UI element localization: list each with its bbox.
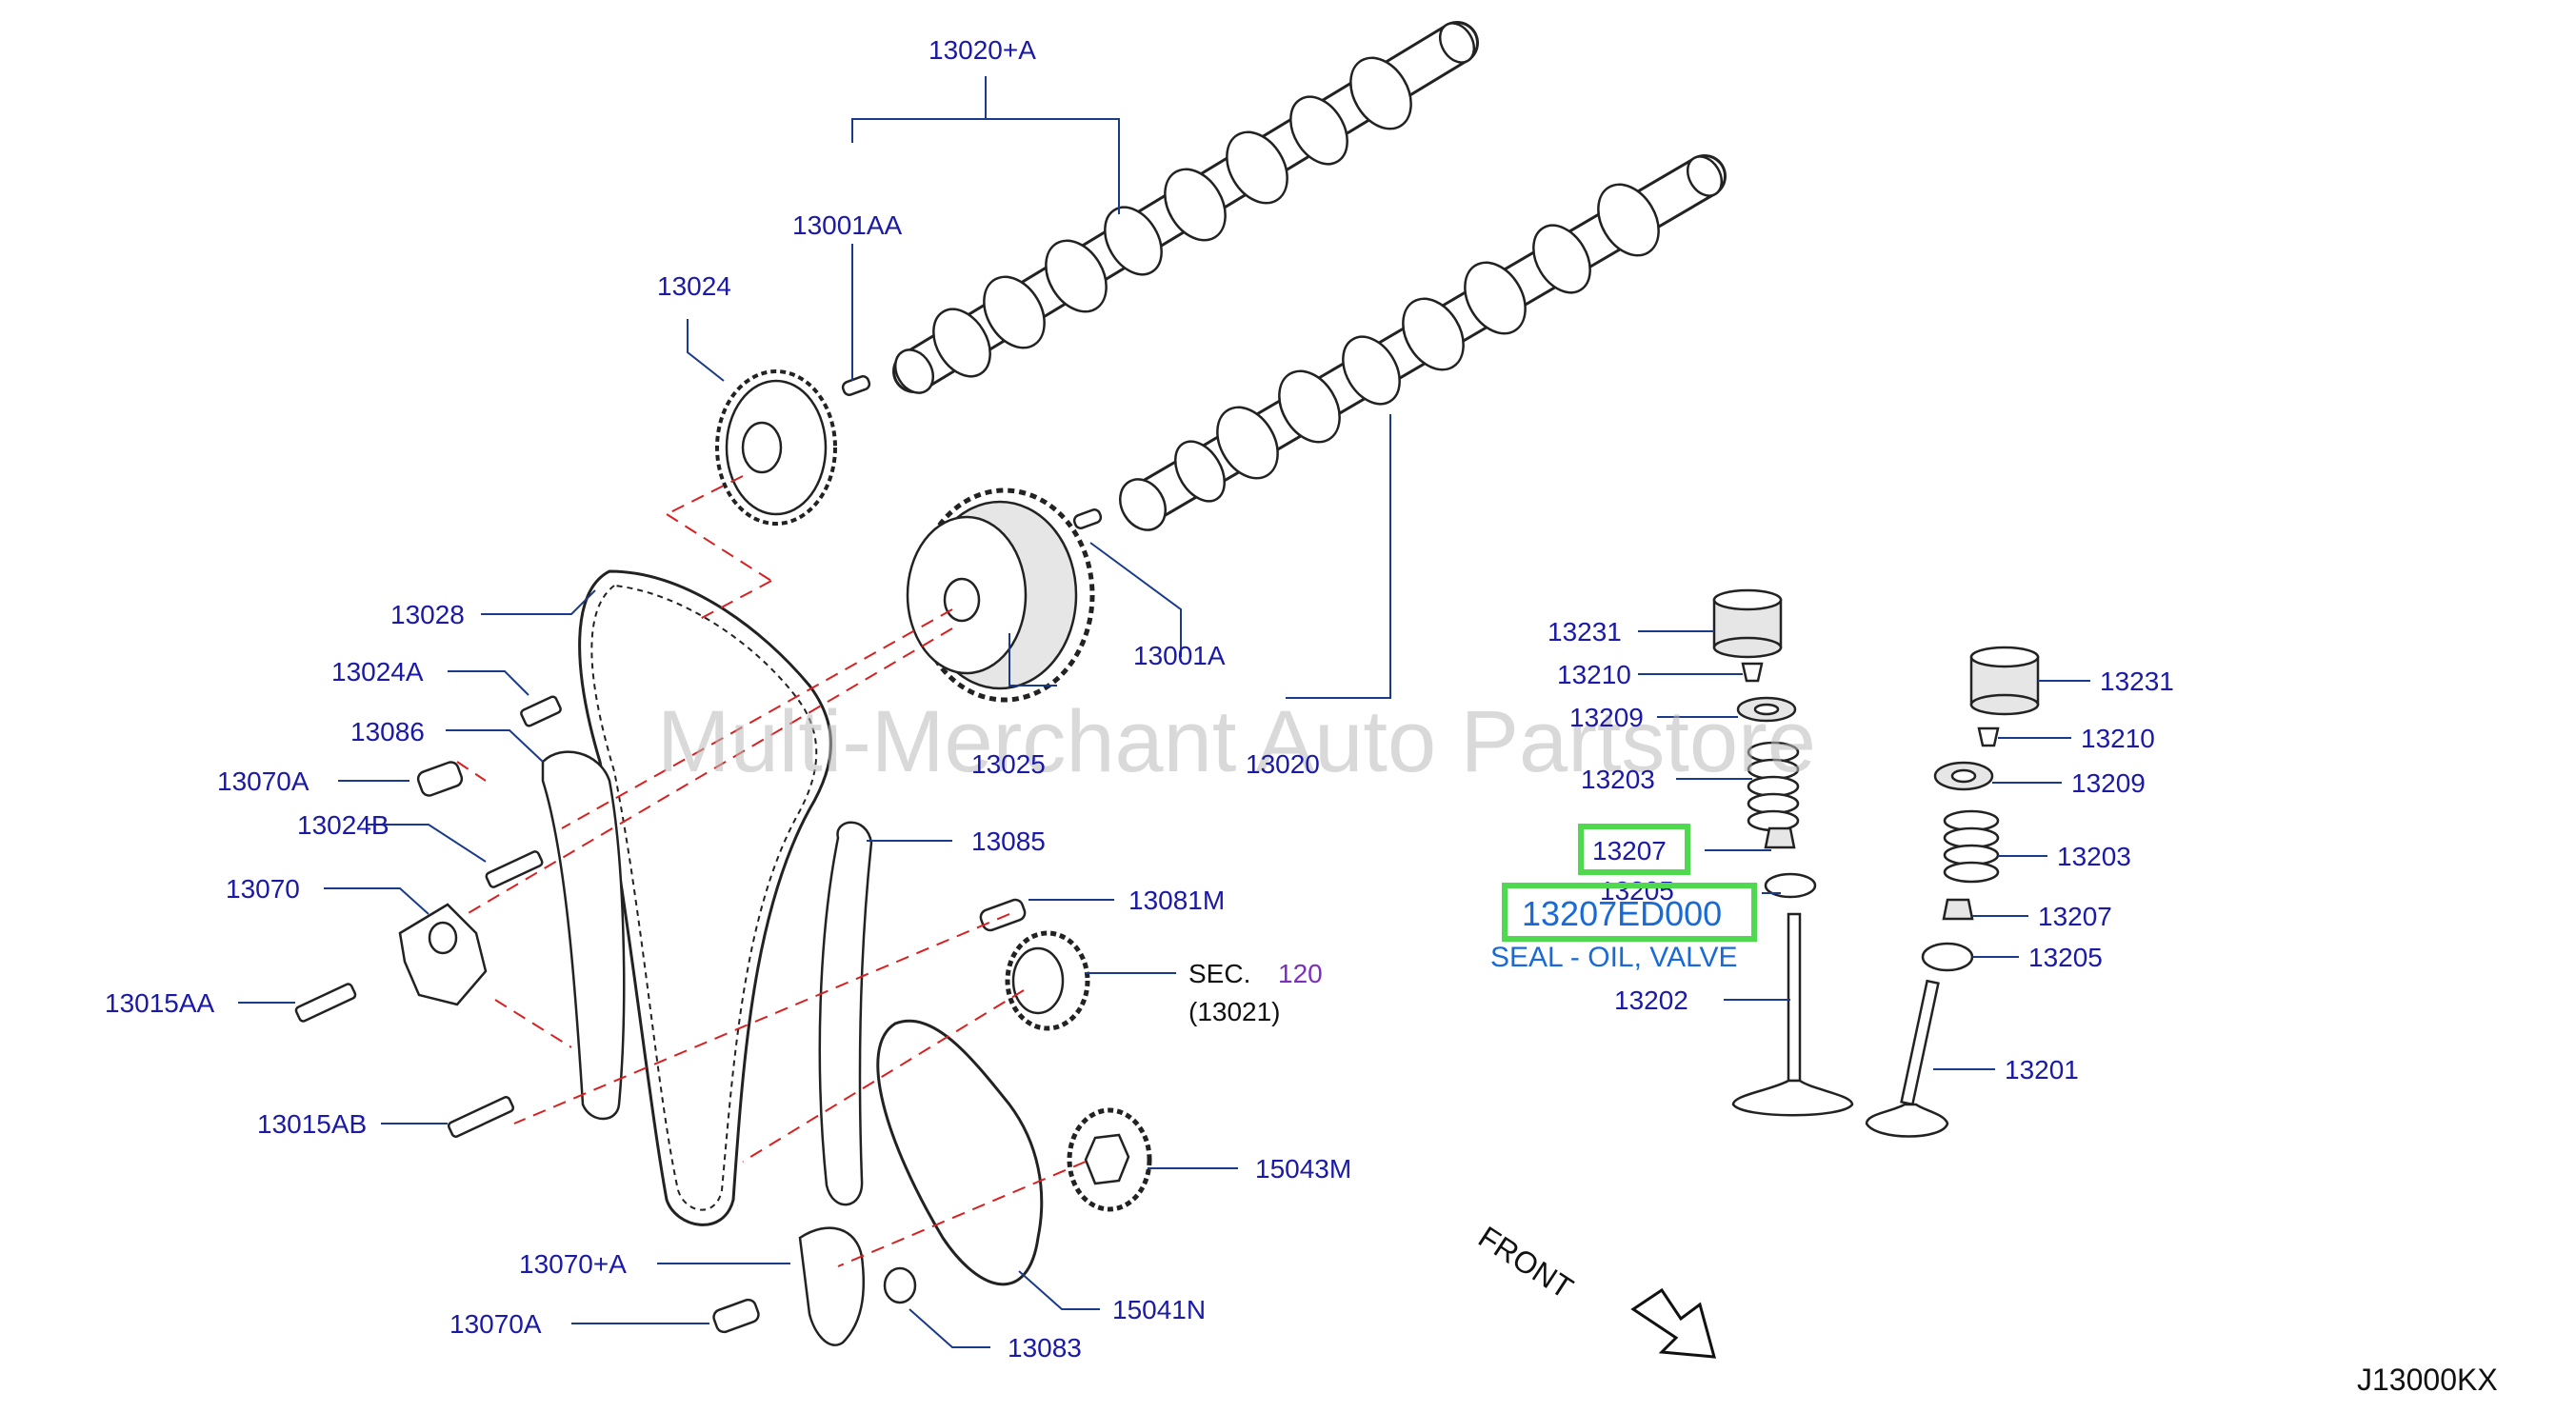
callout-13203-right[interactable]: 13203 [2057,842,2131,871]
callout-13205[interactable]: 13205 [1600,876,1674,906]
leader-lines [238,76,2090,1348]
bolt-13024A[interactable] [520,695,562,727]
callout-13024[interactable]: 13024 [657,271,731,301]
callout-13202[interactable]: 13202 [1614,985,1688,1015]
callout-13024A[interactable]: 13024A [331,657,424,687]
callout-13201[interactable]: 13201 [2005,1055,2079,1085]
alignment-lines [456,475,1087,1267]
dowel-pin-lower[interactable] [1072,508,1103,530]
highlight-box-13207 [1578,824,1690,875]
valve-spring-13203-right[interactable] [1943,809,2000,884]
dowel-pin-upper[interactable] [841,375,871,397]
valve-retainer-13209-right[interactable] [1933,761,1994,791]
callout-13015AB[interactable]: 13015AB [257,1109,367,1139]
highlight-box-part-number [1502,883,1757,942]
callout-13207-right[interactable]: 13207 [2038,902,2112,931]
valve-lifter-13231-right[interactable] [1969,646,2040,716]
callout-labels: 13020+A 13001AA 13024 13028 13024A 13086… [105,35,2174,1363]
sec-ref-sub: (13021) [1188,997,1281,1026]
callout-13024B[interactable]: 13024B [297,810,389,840]
valve-train-left [1712,588,1854,1117]
callout-13203[interactable]: 13203 [1581,765,1655,794]
callout-13020[interactable]: 13020 [1246,749,1320,779]
lower-camshaft[interactable] [1111,150,1728,538]
timing-chain-13028[interactable] [578,569,832,1226]
callout-13207[interactable]: 13207 [1592,836,1667,866]
callout-13025[interactable]: 13025 [971,749,1046,779]
callout-13209[interactable]: 13209 [1569,703,1644,732]
chain-tensioner-13070[interactable] [398,903,488,1006]
callout-13083[interactable]: 13083 [1008,1333,1082,1363]
watermark-text: Multi-Merchant Auto Partstore [657,693,1816,790]
valve-train-right [1865,646,2040,1138]
chain-tension-arm-13085[interactable] [818,821,873,1206]
pin-13070A[interactable] [416,760,464,797]
valve-oil-seal-13207-right[interactable] [1942,898,1974,921]
selected-part-highlight[interactable]: 13207ED000 SEAL - OIL, VALVE [1490,824,1757,973]
valve-collet-13210[interactable] [1741,662,1764,683]
highlight-description: SEAL - OIL, VALVE [1490,942,1738,973]
oil-pump-chain-15041N[interactable] [876,1019,1044,1286]
callout-13028[interactable]: 13028 [390,600,465,629]
callout-13070[interactable]: 13070 [226,874,300,904]
valve-oil-seal-13207[interactable] [1764,826,1796,849]
front-indicator: FRONT [1472,1220,1717,1359]
tensioner-arm-13070plusA[interactable] [798,1226,866,1346]
callout-13081M[interactable]: 13081M [1128,886,1225,915]
pin-13081M[interactable] [979,898,1028,932]
callout-13085[interactable]: 13085 [971,826,1046,856]
diagram-code: J13000KX [2357,1363,2498,1397]
bolt-13024B[interactable] [485,850,544,888]
valve-collet-13210-right[interactable] [1977,726,2000,747]
callout-13070-plus-a[interactable]: 13070+A [519,1249,627,1279]
highlight-part-number: 13207ED000 [1522,894,1722,933]
vtc-sprocket-13025[interactable] [906,488,1095,703]
sec-ref-link[interactable]: 120 [1278,959,1323,988]
valve-retainer-13209[interactable] [1736,696,1797,723]
callout-13209-right[interactable]: 13209 [2071,768,2146,798]
callout-13231[interactable]: 13231 [1548,617,1622,647]
callout-13070A[interactable]: 13070A [217,766,310,796]
callout-15043M[interactable]: 15043M [1255,1154,1351,1184]
exhaust-valve-13202[interactable] [1731,912,1854,1117]
callout-13070A-lower[interactable]: 13070A [449,1309,542,1339]
callout-13205-right[interactable]: 13205 [2028,943,2103,972]
callout-13210-right[interactable]: 13210 [2081,724,2155,753]
upper-camshaft[interactable] [888,17,1481,400]
front-label: FRONT [1472,1220,1579,1305]
callout-13015AA[interactable]: 13015AA [105,988,215,1018]
callout-13231-right[interactable]: 13231 [2100,667,2174,696]
bolt-13083[interactable] [883,1266,917,1304]
callout-15041N[interactable]: 15041N [1112,1295,1206,1324]
bolt-13015AB[interactable] [447,1096,515,1138]
chain-guide-13086[interactable] [541,750,626,1121]
bolt-13015AA[interactable] [294,983,357,1023]
crank-sprocket-sec120[interactable] [1005,930,1090,1031]
intake-valve-13201[interactable] [1865,979,1949,1138]
callout-13001A[interactable]: 13001A [1133,641,1226,670]
callout-13001AA[interactable]: 13001AA [792,210,903,240]
pin-13070A-lower[interactable] [711,1298,760,1334]
oil-pump-sprocket-15043M[interactable] [1067,1107,1152,1212]
callout-13020-plus-a[interactable]: 13020+A [929,35,1036,65]
callout-13086[interactable]: 13086 [350,717,425,746]
callout-13210[interactable]: 13210 [1557,660,1631,689]
valve-spring-seat-13205[interactable] [1764,872,1817,899]
valve-lifter-13231[interactable] [1712,588,1783,659]
valve-spring-seat-13205-right[interactable] [1921,942,1974,972]
sec-ref-prefix: SEC. [1188,959,1250,988]
camshaft-sprocket-13024[interactable] [715,369,837,526]
front-arrow-icon [1630,1287,1717,1359]
